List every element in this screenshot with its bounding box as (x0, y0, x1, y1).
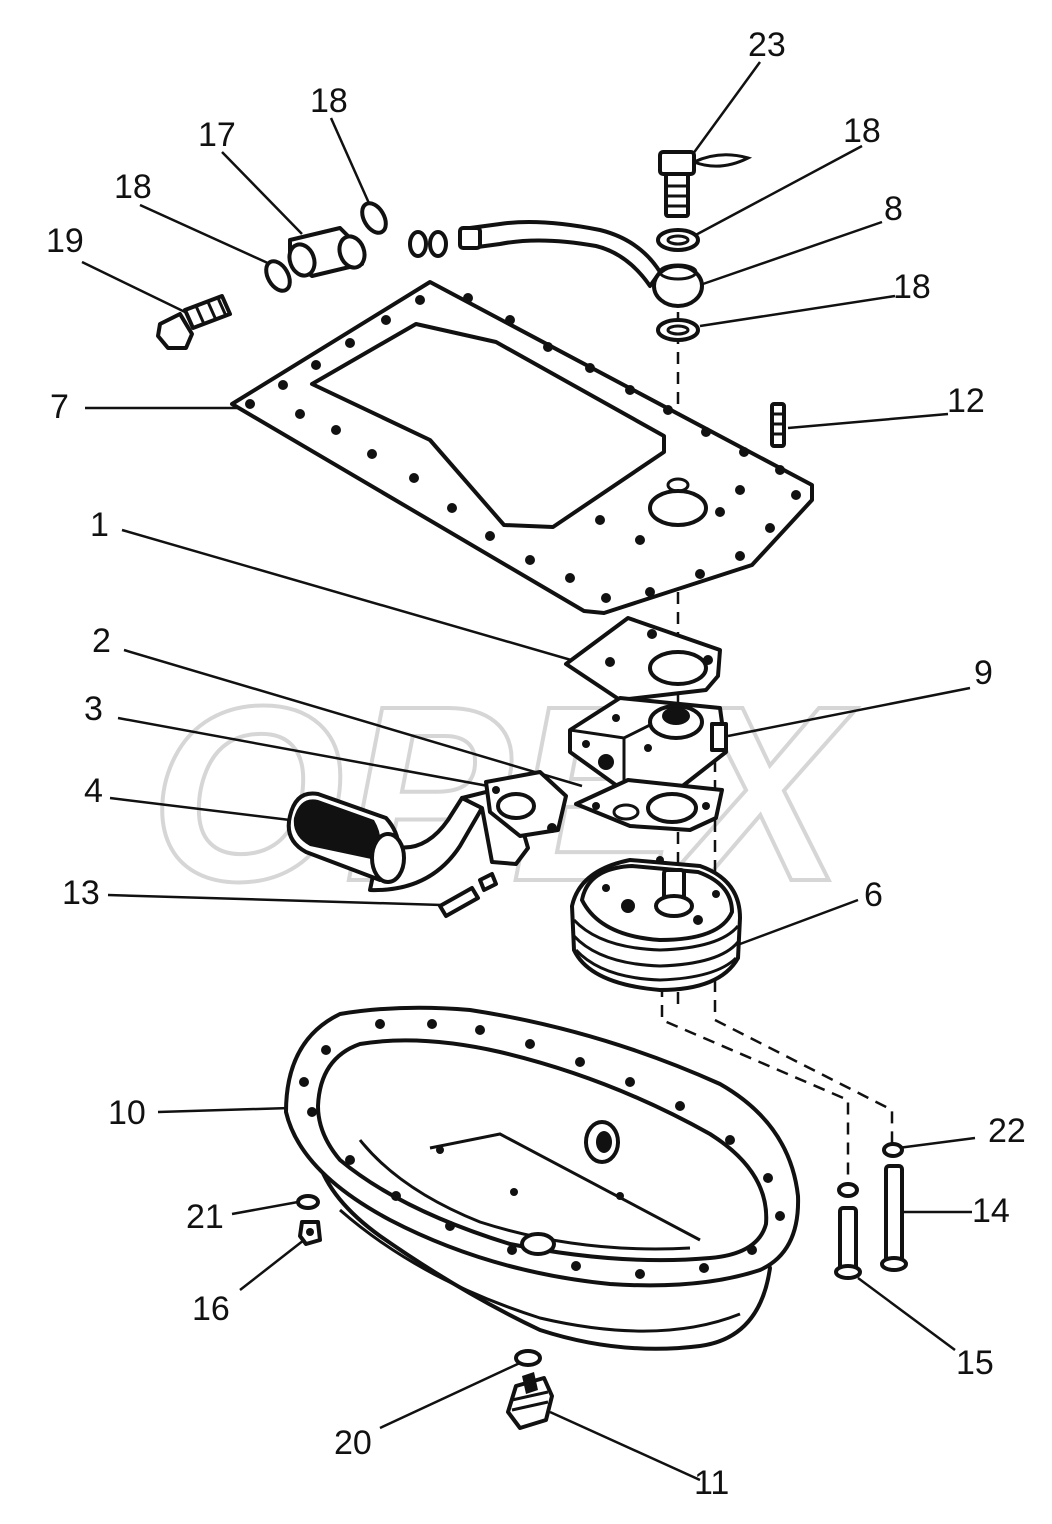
callout-15: 15 (956, 1344, 994, 1382)
tee-fitting (287, 226, 367, 278)
gasket-plate (230, 280, 814, 615)
callout-22: 22 (988, 1112, 1026, 1150)
banjo-bolt (658, 150, 753, 218)
callout-labels: 23 18 17 18 18 19 8 18 7 12 1 2 9 3 4 13… (46, 26, 1026, 1502)
pump-body (570, 856, 742, 992)
callout-9: 9 (974, 654, 993, 692)
lower-gasket (574, 778, 724, 832)
oil-pipe (458, 220, 704, 308)
callout-16: 16 (192, 1290, 230, 1328)
callout-14: 14 (972, 1192, 1010, 1230)
pan-bolts (834, 1142, 908, 1280)
callout-3: 3 (84, 690, 103, 728)
callout-10: 10 (108, 1094, 146, 1132)
callout-18: 18 (114, 168, 152, 206)
callout-18: 18 (893, 268, 931, 306)
callout-23: 23 (748, 26, 786, 64)
callout-2: 2 (92, 622, 111, 660)
callout-4: 4 (84, 772, 103, 810)
pump-housing (568, 696, 728, 790)
callout-17: 17 (198, 116, 236, 154)
callout-1: 1 (90, 506, 109, 544)
hollow-bolt (156, 294, 232, 350)
callout-21: 21 (186, 1198, 224, 1236)
callout-8: 8 (884, 190, 903, 228)
callout-11: 11 (694, 1464, 729, 1502)
pan-plug-small (296, 1194, 322, 1246)
sealing-washers (264, 201, 700, 342)
oil-strainer (286, 770, 568, 893)
oil-pan (284, 1005, 801, 1351)
callout-7: 7 (50, 388, 69, 426)
callout-13: 13 (62, 874, 100, 912)
leader-lines (81, 61, 976, 1482)
stud (770, 402, 786, 448)
callout-12: 12 (947, 382, 985, 420)
callout-6: 6 (864, 876, 883, 914)
callout-20: 20 (334, 1424, 372, 1462)
drain-plug (506, 1349, 554, 1430)
callout-18: 18 (310, 82, 348, 120)
callout-19: 19 (46, 222, 84, 260)
strainer-bolt (438, 872, 498, 918)
callout-18: 18 (843, 112, 881, 150)
